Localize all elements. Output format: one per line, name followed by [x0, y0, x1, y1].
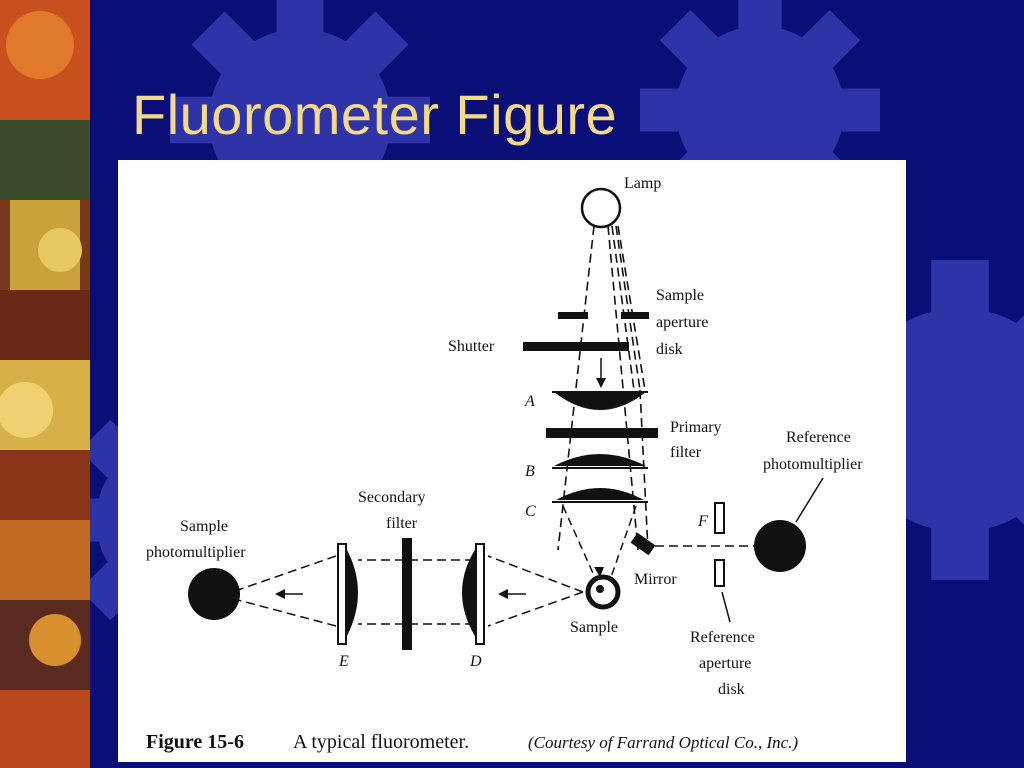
label-secondary-filter-line1: Secondary [358, 489, 426, 506]
label-lens-b: B [525, 463, 535, 480]
label-sample-pmt-line1: Sample [180, 518, 228, 535]
arrow-down-icon [596, 378, 606, 388]
label-lamp: Lamp [624, 175, 661, 192]
label-ref-aperture-line2: aperture [699, 655, 751, 672]
label-f: F [697, 513, 708, 530]
reference-photomultiplier [754, 520, 806, 572]
sample-photomultiplier [188, 568, 240, 620]
label-ref-pmt-line2: photomultiplier [763, 456, 863, 473]
focused-beam [562, 505, 637, 581]
label-ref-aperture-line3: disk [718, 681, 745, 698]
caption-text: A typical fluorometer. [293, 731, 469, 753]
reference-aperture-disk [714, 559, 725, 587]
fluorometer-figure: Lamp Sample aperture disk Shutter A Prim… [118, 160, 906, 762]
lens-c [556, 488, 644, 500]
arrow-left-icon [275, 589, 285, 599]
label-sample-aperture-line1: Sample [656, 287, 704, 304]
label-ref-pmt-line1: Reference [786, 429, 851, 446]
label-sample: Sample [570, 619, 618, 636]
shutter [523, 342, 629, 351]
sample-cuvette [585, 574, 621, 610]
label-sample-aperture-line3: disk [656, 341, 683, 358]
label-lens-e: E [338, 653, 349, 670]
mirror [630, 532, 656, 556]
slide-title: Fluorometer Figure [132, 83, 618, 146]
label-lens-d: D [469, 653, 482, 670]
label-sample-aperture-line2: aperture [656, 314, 708, 331]
sample-aperture-disk-left [558, 312, 588, 319]
label-mirror: Mirror [634, 571, 677, 588]
lens-a [554, 392, 646, 410]
arrow-left-icon [498, 589, 508, 599]
label-lens-c: C [525, 503, 536, 520]
lens-e-frame [337, 543, 347, 645]
emission-beam [237, 555, 584, 627]
label-shutter: Shutter [448, 338, 495, 355]
sample-aperture-disk-right [621, 312, 649, 319]
label-secondary-filter-line2: filter [386, 515, 418, 532]
label-lens-a: A [524, 393, 535, 410]
decorative-side-strip [0, 0, 90, 768]
lens-d [462, 548, 476, 638]
label-ref-aperture-line1: Reference [690, 629, 755, 646]
primary-filter [546, 428, 658, 438]
lens-e [346, 548, 358, 638]
lamp-icon [580, 187, 622, 229]
label-sample-pmt-line2: photomultiplier [146, 544, 246, 561]
secondary-filter [402, 538, 412, 650]
caption-credit: (Courtesy of Farrand Optical Co., Inc.) [528, 733, 798, 752]
caption-figure-number: Figure 15-6 [146, 731, 244, 753]
label-primary-filter-line1: Primary [670, 419, 722, 436]
lens-b [554, 454, 646, 466]
label-primary-filter-line2: filter [670, 444, 702, 461]
filter-f [714, 502, 725, 534]
arrow-down-icon [594, 567, 604, 577]
